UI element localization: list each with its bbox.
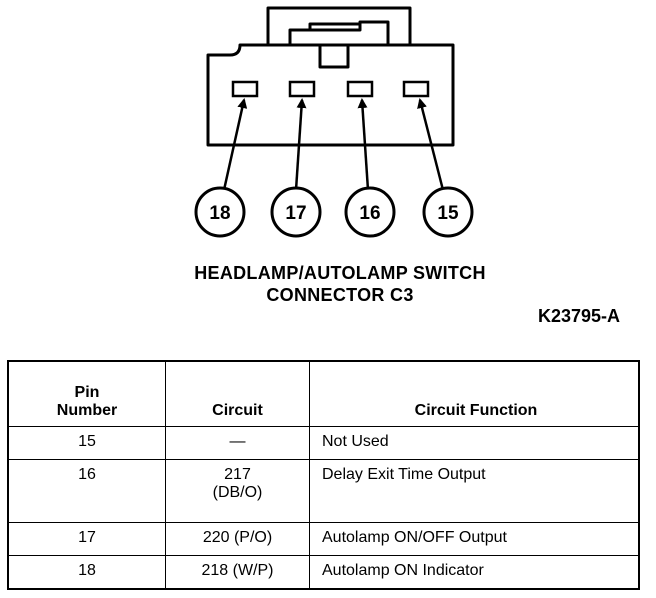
cell-pin: 15 <box>7 426 166 460</box>
cell-circuit: 217 (DB/O) <box>165 459 310 523</box>
pin-callout-15: 15 <box>422 186 474 238</box>
cell-circuit-line1: 220 (P/O) <box>202 529 273 546</box>
pin-label: 16 <box>359 203 380 224</box>
cell-function: Delay Exit Time Output <box>309 459 640 523</box>
table-header-row: Pin Number Circuit Circuit Function <box>7 360 640 427</box>
cell-function: Not Used <box>309 426 640 460</box>
connector-diagram: 18 17 16 15 <box>194 6 474 238</box>
pin-slot-17 <box>288 80 316 98</box>
diagram-caption-line1: HEADLAMP/AUTOLAMP SWITCH <box>194 263 486 283</box>
pin-slots <box>231 80 430 98</box>
pin-function-table: Pin Number Circuit Circuit Function 15 —… <box>7 360 640 590</box>
cell-circuit: — <box>165 426 310 460</box>
header-pin-line2: Number <box>56 402 118 419</box>
table-row: 17 220 (P/O) Autolamp ON/OFF Output <box>7 522 640 556</box>
pin-label: 18 <box>209 203 230 224</box>
table-row: 15 — Not Used <box>7 426 640 460</box>
pin-callout-17: 17 <box>270 186 322 238</box>
connector-body <box>206 6 455 147</box>
table-row: 16 217 (DB/O) Delay Exit Time Output <box>7 459 640 523</box>
cell-pin: 18 <box>7 555 166 590</box>
cell-pin: 17 <box>7 522 166 556</box>
pin-callout-18: 18 <box>194 186 246 238</box>
cell-circuit-line2: (DB/O) <box>212 484 263 501</box>
pin-slot-18 <box>231 80 259 98</box>
pin-leaders <box>222 98 445 191</box>
cell-function: Autolamp ON/OFF Output <box>309 522 640 556</box>
cell-circuit-line1: 217 <box>224 466 251 483</box>
header-pin-line1: Pin <box>74 384 100 401</box>
cell-circuit-line1: — <box>229 433 246 450</box>
table-row: 18 218 (W/P) Autolamp ON Indicator <box>7 555 640 590</box>
header-pin-number: Pin Number <box>7 360 166 427</box>
pin-slot-15 <box>402 80 430 98</box>
diagram-caption-line2: CONNECTOR C3 <box>266 285 414 305</box>
pin-callout-16: 16 <box>344 186 396 238</box>
header-circuit-function: Circuit Function <box>309 360 640 427</box>
pin-label: 17 <box>285 203 306 224</box>
cell-circuit: 220 (P/O) <box>165 522 310 556</box>
cell-function: Autolamp ON Indicator <box>309 555 640 590</box>
pin-slot-16 <box>346 80 374 98</box>
header-circuit: Circuit <box>165 360 310 427</box>
pin-label: 15 <box>437 203 459 224</box>
cell-circuit-line1: 218 (W/P) <box>201 562 274 579</box>
reference-code: K23795-A <box>538 306 621 326</box>
cell-pin: 16 <box>7 459 166 523</box>
cell-circuit: 218 (W/P) <box>165 555 310 590</box>
